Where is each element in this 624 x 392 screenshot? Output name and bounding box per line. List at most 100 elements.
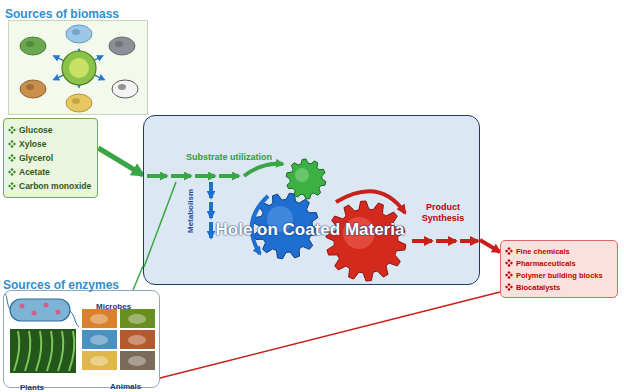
section-heading-holder: Sources of enzymes xyxy=(3,275,119,293)
bacterium-detail xyxy=(20,304,25,309)
bacterium-detail xyxy=(44,303,49,308)
picture-label-holder: Plants xyxy=(20,376,44,392)
list-item: Carbon monoxide xyxy=(8,179,91,193)
bullet-symbol xyxy=(505,283,513,291)
bullet-diamond xyxy=(10,173,13,176)
bullet-symbol xyxy=(8,126,16,134)
flow-arrow xyxy=(147,174,167,178)
animal-photo-detail xyxy=(128,356,146,366)
source-icon xyxy=(66,25,92,43)
picture-label-holder: Microbes xyxy=(96,295,131,313)
animal-photo xyxy=(120,330,155,349)
list-text: Polymer building blocks xyxy=(516,271,603,280)
flow-arrow xyxy=(480,240,500,252)
list-item: Glycerol xyxy=(8,151,91,165)
bullet-diamond xyxy=(507,247,510,250)
list-text: Glucose xyxy=(19,125,53,135)
stage-label-holder: Product Synthesis xyxy=(412,202,474,225)
picture-label: Microbes xyxy=(96,302,131,311)
bullet-symbol xyxy=(8,154,16,162)
bullet-symbol xyxy=(8,182,16,190)
flow-arrow xyxy=(336,191,405,213)
animal-photo xyxy=(82,330,117,349)
animal-photo xyxy=(120,351,155,370)
bullet-diamond xyxy=(10,168,13,171)
animal-photo-detail xyxy=(90,335,108,345)
substrate-list-box: GlucoseXyloseGlycerolAcetateCarbon monox… xyxy=(3,118,98,198)
fern-frond xyxy=(47,331,52,371)
product-list-box: Fine chemicalsPharmaceuticalsPolymer bui… xyxy=(500,240,618,298)
source-icon-detail xyxy=(72,98,80,104)
flagellum xyxy=(5,294,79,327)
enzyme-link-line xyxy=(160,292,500,378)
green-gear xyxy=(286,159,326,199)
section-heading-holder: Sources of biomass xyxy=(5,4,119,22)
picture-label-holder: Animals xyxy=(110,375,141,392)
flow-arrow xyxy=(209,222,213,238)
bullet-diamond xyxy=(13,184,16,187)
bullet-symbol xyxy=(505,271,513,279)
fern-frond xyxy=(69,331,74,371)
bullet-diamond xyxy=(507,271,510,274)
source-icon xyxy=(20,37,46,55)
flow-arrow xyxy=(195,174,215,178)
animal-photo-detail xyxy=(90,356,108,366)
enzyme-link-line xyxy=(144,182,176,267)
flow-arrow xyxy=(436,239,456,243)
fern-frond xyxy=(58,331,63,371)
source-icon xyxy=(20,80,46,98)
bullet-diamond xyxy=(507,288,510,291)
bullet-diamond xyxy=(13,170,16,173)
bullet-symbol xyxy=(8,168,16,176)
section-heading: Sources of enzymes xyxy=(3,278,119,292)
bullet-diamond xyxy=(507,252,510,255)
stage-label-holder: Metabolism xyxy=(179,189,197,233)
image-panel: Sources of biomass xyxy=(8,20,148,115)
bullet-diamond xyxy=(13,142,16,145)
list-text: Carbon monoxide xyxy=(19,181,91,191)
stage-label-holder: Substrate utilization xyxy=(186,146,272,164)
list-text: Acetate xyxy=(19,167,50,177)
picture-label: Animals xyxy=(110,382,141,391)
source-icon-detail xyxy=(26,84,34,90)
animal-photo xyxy=(82,309,117,328)
list-text: Glycerol xyxy=(19,153,53,163)
bullet-diamond xyxy=(510,249,513,252)
flow-arrow xyxy=(412,239,432,243)
flow-arrow xyxy=(219,174,239,178)
animal-photo xyxy=(82,351,117,370)
list-text: Fine chemicals xyxy=(516,247,570,256)
picture-label: Plants xyxy=(20,383,44,392)
bullet-diamond xyxy=(13,128,16,131)
list-item: Fine chemicals xyxy=(505,245,611,257)
bullet-symbol xyxy=(505,247,513,255)
watermark-holder: Hole on Coated Materia xyxy=(216,220,405,240)
bullet-diamond xyxy=(510,273,513,276)
source-icon-detail xyxy=(72,29,80,35)
source-icon-detail xyxy=(26,41,34,47)
bullet-diamond xyxy=(505,261,508,264)
list-item: Biocatalysts xyxy=(505,281,611,293)
red-gear xyxy=(326,201,406,281)
bullet-diamond xyxy=(10,126,13,129)
bullet-diamond xyxy=(8,142,11,145)
list-item: Polymer building blocks xyxy=(505,269,611,281)
source-panel: Sources of enzymesMicrobesAnimalsPlants xyxy=(3,290,160,388)
enzyme-link-line xyxy=(133,266,143,290)
animal-photo-detail xyxy=(90,314,108,324)
fern-frond xyxy=(14,331,19,371)
bullet-diamond xyxy=(507,264,510,267)
biomass-hub xyxy=(62,51,96,85)
flow-arrow xyxy=(460,239,478,243)
bullet-diamond xyxy=(10,159,13,162)
bullet-diamond xyxy=(10,131,13,134)
bullet-diamond xyxy=(8,156,11,159)
section-heading: Sources of biomass xyxy=(5,7,119,21)
animal-photo-detail xyxy=(128,314,146,324)
flow-arrow xyxy=(209,182,213,198)
flow-arrow xyxy=(244,164,283,176)
bullet-diamond xyxy=(10,145,13,148)
bullet-diamond xyxy=(8,128,11,131)
bullet-diamond xyxy=(505,249,508,252)
plant-photo xyxy=(10,329,76,373)
